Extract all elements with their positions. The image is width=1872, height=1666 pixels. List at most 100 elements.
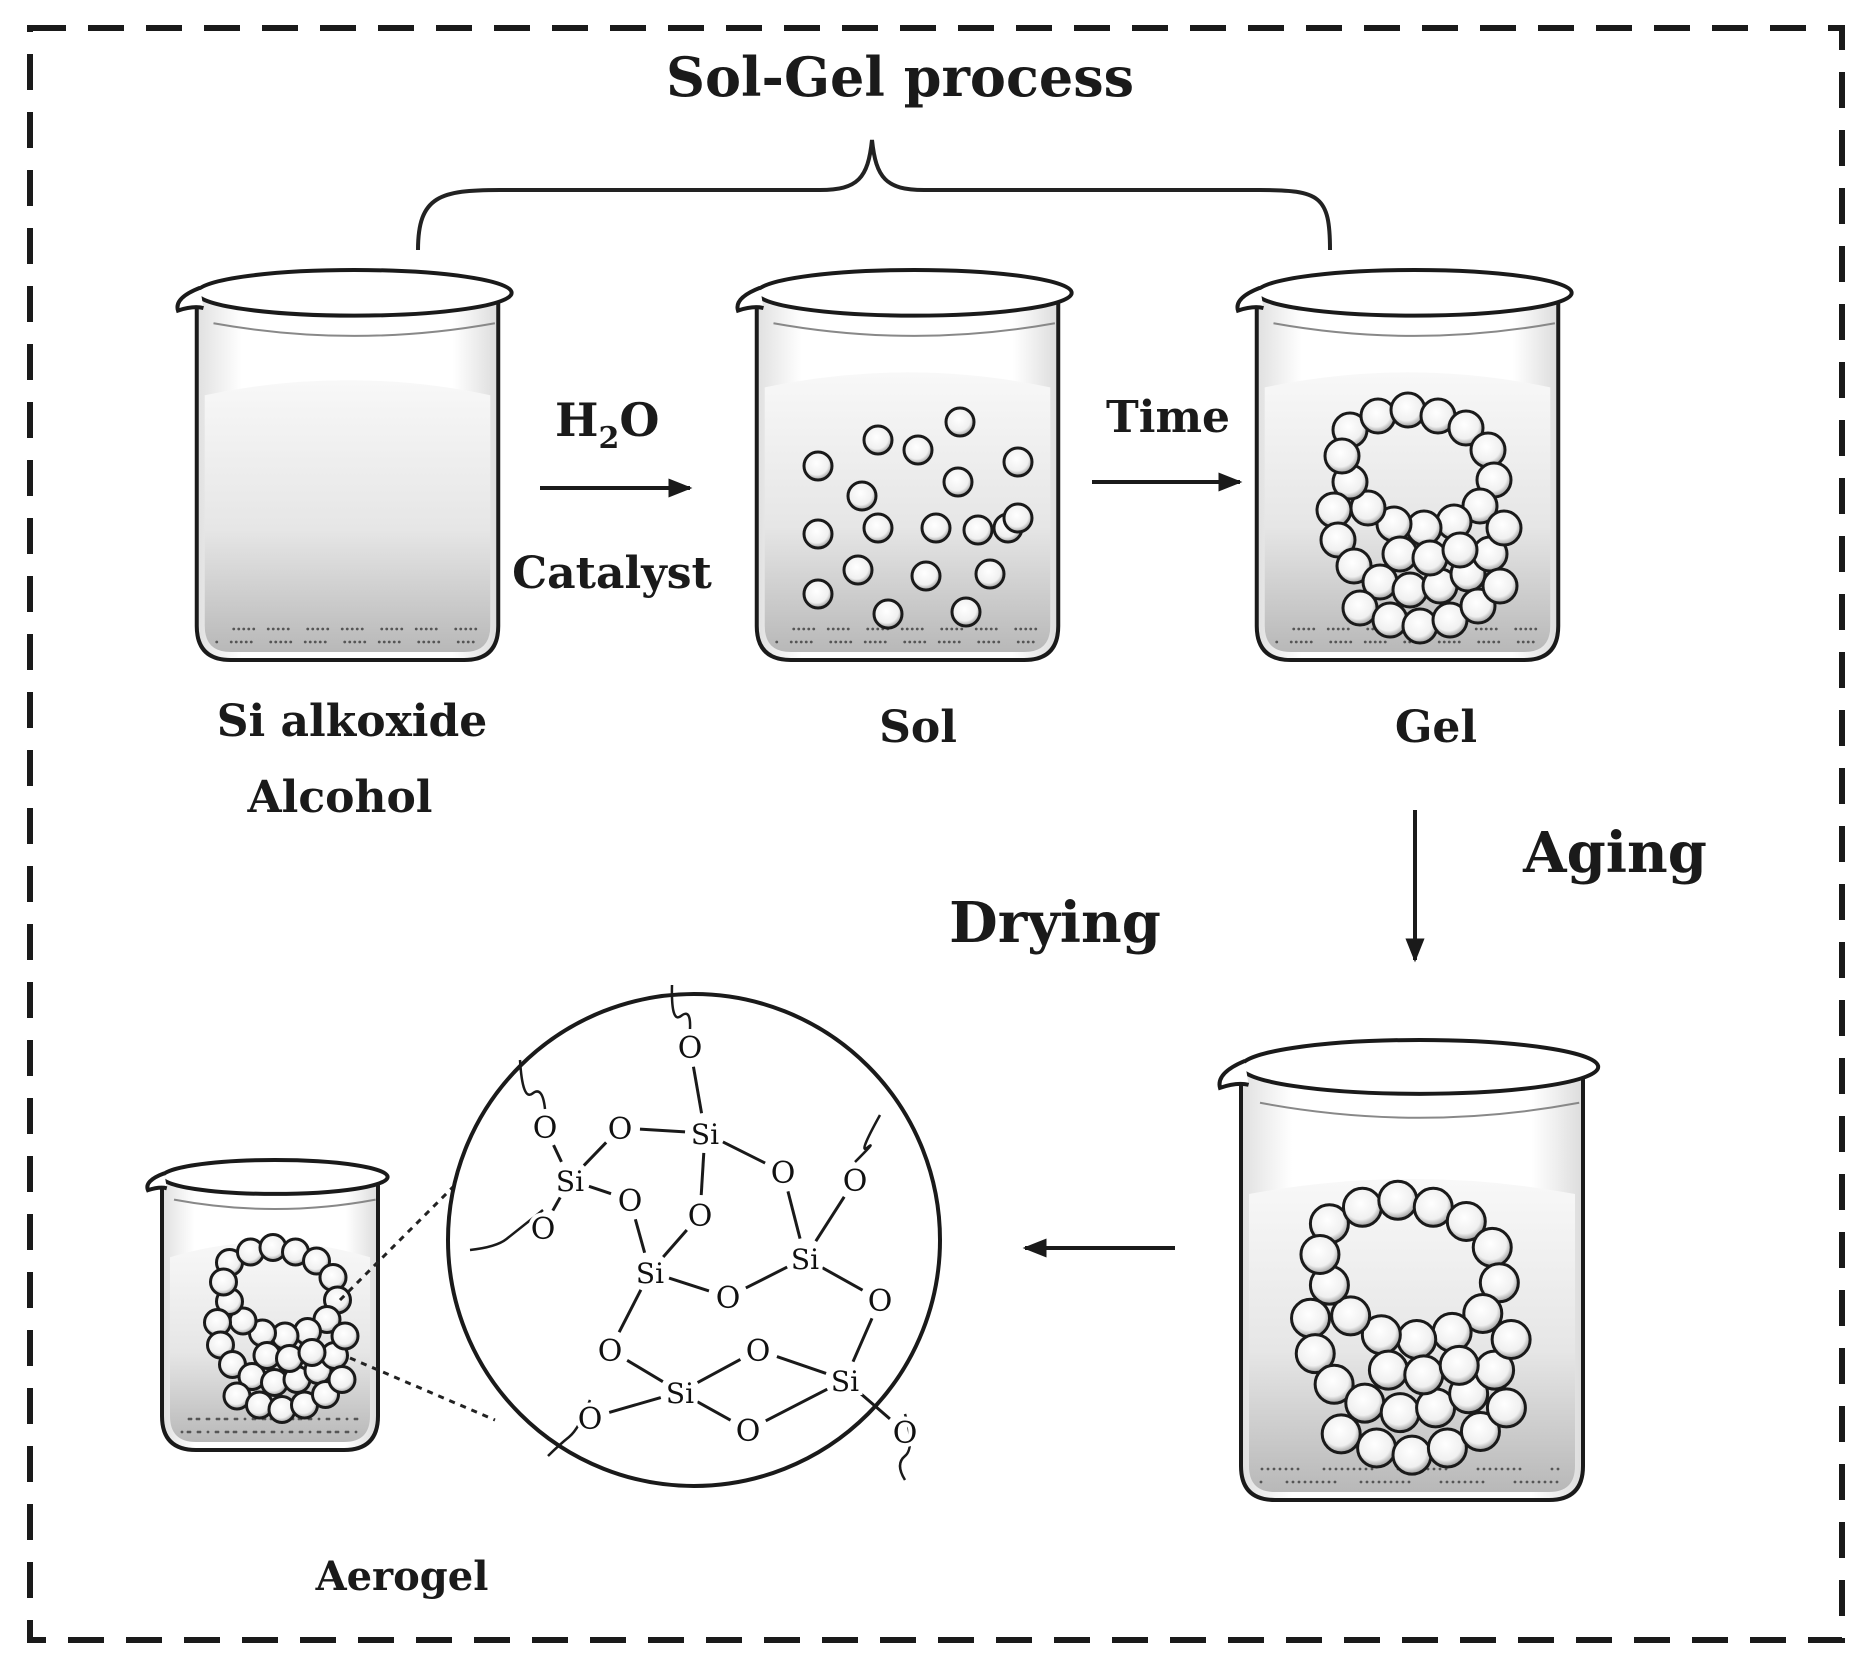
beaker-gel xyxy=(1235,268,1574,662)
oxygen-atom: O xyxy=(868,1284,893,1319)
particle xyxy=(944,406,976,438)
particle xyxy=(1462,1292,1504,1334)
si-o-bond xyxy=(691,1066,704,1114)
particle xyxy=(1481,567,1519,605)
beaker-rim xyxy=(754,268,1074,318)
particle xyxy=(1371,601,1409,639)
particle xyxy=(902,434,934,466)
wavy-termination xyxy=(518,1059,547,1110)
beaker-spout xyxy=(175,285,204,314)
si-o-bond xyxy=(552,1144,563,1163)
particle xyxy=(872,598,904,630)
si-o-bond xyxy=(633,1218,647,1254)
si-o-bond xyxy=(821,1266,864,1292)
precursor-label-1: Si alkoxide xyxy=(217,696,488,747)
wavy-termination xyxy=(854,1114,882,1163)
beaker-sol xyxy=(735,268,1074,662)
beaker-liquid xyxy=(204,380,491,652)
particle xyxy=(1356,1427,1398,1469)
oxygen-atom: O xyxy=(843,1164,868,1199)
particle xyxy=(1377,1179,1419,1221)
dashed-border xyxy=(27,25,1845,1643)
beaker-aerogel xyxy=(145,1158,390,1452)
particle xyxy=(1367,1349,1409,1391)
reagent-h: H xyxy=(555,393,598,447)
particle xyxy=(1441,531,1479,569)
si-o-bond xyxy=(639,1127,686,1134)
particle xyxy=(330,1321,360,1351)
beaker-rim xyxy=(194,268,514,318)
particle xyxy=(1396,1318,1438,1360)
silicon-atom: Si xyxy=(791,1243,819,1276)
oxygen-atom: O xyxy=(531,1212,556,1247)
particle xyxy=(1485,509,1523,547)
particle xyxy=(1381,535,1419,573)
particle xyxy=(1490,1318,1532,1360)
si-o-bond xyxy=(626,1359,664,1383)
beaker-spout xyxy=(1217,1059,1250,1091)
reagent-label: H2O xyxy=(555,393,659,456)
silicon-atom: Si xyxy=(636,1257,664,1290)
particle xyxy=(802,518,834,550)
particle xyxy=(1401,607,1439,645)
particle xyxy=(1471,1226,1513,1268)
particle xyxy=(942,466,974,498)
beaker-sediment xyxy=(1259,1467,1560,1484)
silicon-atom: Si xyxy=(556,1165,584,1198)
particle xyxy=(1299,1233,1341,1275)
beaker-rim xyxy=(1254,268,1574,318)
particle xyxy=(1379,1392,1421,1434)
particle xyxy=(209,1267,238,1297)
oxygen-atom: O xyxy=(716,1281,741,1316)
particle xyxy=(1294,1333,1336,1375)
si-o-bond xyxy=(722,1140,766,1165)
si-o-bond xyxy=(668,1276,710,1293)
particle xyxy=(1002,446,1034,478)
particle xyxy=(1389,391,1427,429)
oxygen-atom: O xyxy=(598,1334,623,1369)
beaker-spout xyxy=(1235,285,1264,314)
particle xyxy=(962,514,994,546)
particle xyxy=(1445,1200,1487,1242)
particle xyxy=(1403,1354,1445,1396)
particle xyxy=(1459,1410,1501,1452)
beaker-aged-gel xyxy=(1217,1038,1601,1502)
beaker-rim xyxy=(159,1158,390,1196)
particle xyxy=(1405,509,1443,547)
beaker-rim xyxy=(1239,1038,1601,1096)
si-o-bond xyxy=(745,1265,788,1290)
particle xyxy=(1002,502,1034,534)
precursor-label-2: Alcohol xyxy=(246,772,432,823)
wavy-termination xyxy=(670,984,692,1030)
si-o-bond xyxy=(786,1191,802,1239)
oxygen-atom: O xyxy=(578,1402,603,1437)
beaker-precursor xyxy=(175,268,514,662)
si-o-bond xyxy=(699,1152,706,1196)
particle xyxy=(846,480,878,512)
particle xyxy=(1315,491,1353,529)
wavy-termination xyxy=(469,1209,544,1252)
particle xyxy=(1485,1387,1527,1429)
catalyst-label: Catalyst xyxy=(512,548,712,599)
aging-label: Aging xyxy=(1522,820,1707,886)
beaker-sediment xyxy=(215,627,478,644)
particle xyxy=(297,1338,327,1367)
particle xyxy=(950,596,982,628)
wavy-termination xyxy=(547,1399,592,1457)
oxygen-atom: O xyxy=(618,1184,643,1219)
reagent-o: O xyxy=(619,393,659,447)
diagram-title: Sol-Gel process xyxy=(666,45,1134,109)
si-o-bond xyxy=(588,1184,612,1196)
si-o-bond xyxy=(696,1358,742,1384)
si-o-bond xyxy=(662,1229,688,1258)
si-o-bond xyxy=(582,1141,608,1167)
gel-label: Gel xyxy=(1395,702,1477,753)
si-o-bond xyxy=(551,1196,562,1212)
particle xyxy=(974,558,1006,590)
magnified-network-circle xyxy=(446,992,942,1488)
beaker-spout xyxy=(735,285,764,314)
particle xyxy=(1320,1413,1362,1455)
wavy-termination xyxy=(898,1413,912,1481)
particle xyxy=(920,512,952,544)
